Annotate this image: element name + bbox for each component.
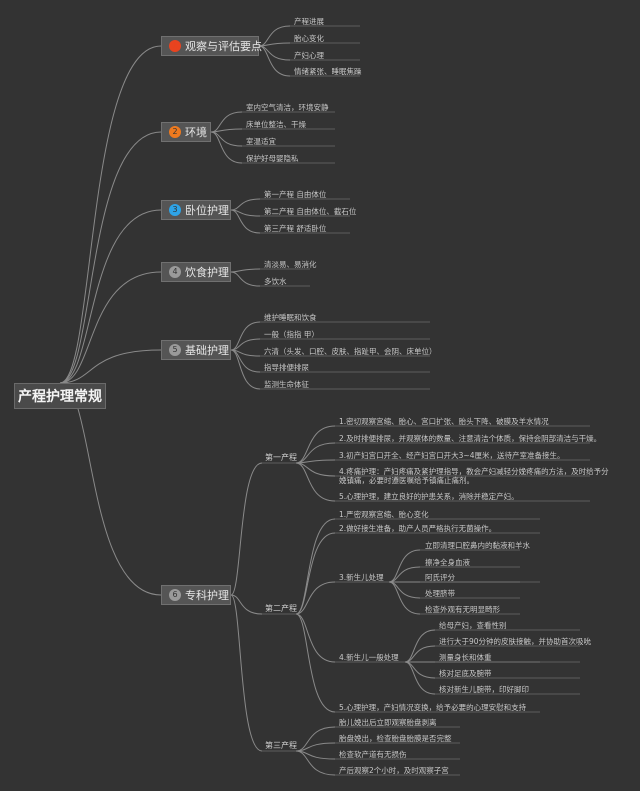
root-connector	[59, 349, 162, 384]
leaf-text[interactable]: 第一产程 自由体位	[264, 190, 327, 199]
leaf-text[interactable]: 床单位整洁、干燥	[246, 120, 306, 129]
connector-line	[404, 661, 436, 695]
leaf-text[interactable]: 产妇心理	[294, 51, 324, 60]
number-1-badge-icon: 1	[169, 40, 181, 52]
leaf-text[interactable]: 监测生命体征	[264, 380, 309, 389]
connector-line	[388, 581, 421, 615]
connector-line	[295, 462, 336, 502]
connector-line	[295, 750, 336, 776]
stage-3-label[interactable]: 第三产程	[265, 741, 297, 750]
leaf-text[interactable]: 保护好母婴隐私	[246, 154, 299, 163]
connector-line	[295, 613, 336, 663]
leaf-text[interactable]: 室温适宜	[246, 137, 276, 146]
connector-line	[295, 532, 336, 615]
connector-line	[230, 198, 261, 211]
leaf-text[interactable]: 给母产妇，查看性别	[439, 621, 507, 630]
root-connector	[59, 45, 162, 384]
leaf-text[interactable]: 2.及时排便排尿，并观察体的数量、注意清洁个体质，保持会阴部清洁与干燥。	[339, 434, 602, 443]
number-4-badge-icon: 4	[169, 266, 181, 278]
leaf-text[interactable]: 测量身长和体重	[439, 653, 492, 662]
connector-line	[295, 462, 336, 477]
branch-label: 观察与评估要点	[185, 40, 262, 53]
connector-line	[230, 271, 261, 287]
leaf-text[interactable]: 娩镇痛，必要时遵医嘱给予镇痛止痛剂。	[339, 476, 474, 485]
connector-line	[230, 349, 261, 390]
connector-line	[388, 549, 421, 583]
stage-1-label[interactable]: 第一产程	[265, 453, 297, 462]
leaf-text[interactable]: 清淡易、易消化	[264, 260, 317, 269]
connector-line	[230, 268, 261, 273]
connector-line	[230, 462, 263, 596]
connector-line	[258, 45, 291, 77]
branch-label: 基础护理	[185, 344, 229, 357]
leaf-text[interactable]: 胎心变化	[294, 34, 324, 43]
branch-environment[interactable]: 2 环境	[161, 122, 211, 142]
connector-line	[295, 425, 336, 464]
root-connector	[59, 271, 162, 384]
leaf-text[interactable]: 室内空气清洁，环境安静	[246, 103, 329, 112]
connector-line	[230, 209, 261, 234]
leaf-text[interactable]: 核对新生儿腕带，印好脚印	[439, 685, 529, 694]
leaf-text[interactable]: 第二产程 自由体位、截石位	[264, 207, 357, 216]
connector-line	[230, 209, 261, 217]
connector-line	[295, 581, 336, 615]
leaf-text[interactable]: 立即清理口腔鼻内的黏液和羊水	[425, 541, 530, 550]
leaf-text[interactable]: 多饮水	[264, 277, 287, 286]
connector-line	[230, 594, 263, 752]
branch-specialty-care[interactable]: 6 专科护理	[161, 585, 231, 605]
leaf-text[interactable]: 5.心理护理，建立良好的护患关系，消除并稳定产妇。	[339, 492, 519, 501]
group-label[interactable]: 4.新生儿一般处理	[339, 653, 399, 662]
leaf-text[interactable]: 擦净全身血液	[425, 558, 470, 567]
root-connector	[59, 382, 162, 596]
leaf-text[interactable]: 核对足底及腕带	[439, 669, 492, 678]
connector-line	[295, 750, 336, 760]
number-2-badge-icon: 2	[169, 126, 181, 138]
leaf-text[interactable]: 1.密切观察宫缩、胎心、宫口扩张、胎头下降、破膜及羊水情况	[339, 417, 549, 426]
connector-line	[230, 594, 263, 615]
leaf-text[interactable]: 胎盘娩出，检查胎盘胎膜是否完整	[339, 734, 452, 743]
branch-label: 专科护理	[185, 589, 229, 602]
leaf-text[interactable]: 六清（头发、口腔、皮肤、指趾甲、会阴、床单位）	[264, 347, 437, 356]
branch-label: 饮食护理	[185, 266, 229, 279]
branch-position-care[interactable]: 3 卧位护理	[161, 200, 231, 220]
connector-line	[295, 518, 336, 615]
leaf-text[interactable]: 进行大于90分钟的皮肤接触，并协助首次吸吮	[439, 637, 592, 646]
leaf-text[interactable]: 3.初产妇宫口开全、经产妇宫口开大3~4厘米，送待产室准备接生。	[339, 451, 565, 460]
leaf-text[interactable]: 一般（指指 甲）	[264, 330, 319, 339]
leaf-text[interactable]: 检查外观有无明显畸形	[425, 605, 500, 614]
connector-line	[295, 613, 336, 713]
leaf-text[interactable]: 1.严密观察宫缩、胎心变化	[339, 510, 429, 519]
leaf-text[interactable]: 情绪紧张、睡眠焦躁	[294, 67, 362, 76]
leaf-text[interactable]: 5.心理护理，产妇情况变换，给予必要的心理安慰和支持	[339, 703, 527, 712]
leaf-text[interactable]: 产后观察2个小时，及时观察子宫	[339, 766, 449, 775]
root-node[interactable]: 产程护理常规	[14, 383, 106, 409]
branch-diet-care[interactable]: 4 饮食护理	[161, 262, 231, 282]
leaf-text[interactable]: 阿氏评分	[425, 573, 455, 582]
leaf-text[interactable]: 4.疼痛护理：产妇疼痛及紧护理指导，教会产妇减轻分娩疼痛的方法，及时给予分	[339, 467, 609, 476]
leaf-text[interactable]: 维护睡眠和饮食	[264, 313, 317, 322]
branch-basic-care[interactable]: 5 基础护理	[161, 340, 231, 360]
branch-observation[interactable]: 1 观察与评估要点	[161, 36, 262, 56]
leaf-text[interactable]: 指导排便排尿	[264, 363, 309, 372]
leaf-text[interactable]: 第三产程 舒适卧位	[264, 224, 327, 233]
number-6-badge-icon: 6	[169, 589, 181, 601]
root-connector	[59, 209, 162, 384]
number-5-badge-icon: 5	[169, 344, 181, 356]
stage-2-label[interactable]: 第二产程	[265, 604, 297, 613]
connector-line	[210, 131, 243, 164]
number-3-badge-icon: 3	[169, 204, 181, 216]
leaf-text[interactable]: 2.做好接生准备，助产人员严格执行无菌操作。	[339, 524, 497, 533]
connector-line	[295, 726, 336, 752]
branch-label: 环境	[185, 126, 207, 139]
branch-label: 卧位护理	[185, 204, 229, 217]
leaf-text[interactable]: 检查软产道有无损伤	[339, 750, 407, 759]
connector-line	[295, 742, 336, 752]
connector-line	[230, 321, 261, 351]
root-connector	[59, 131, 162, 384]
group-label[interactable]: 3.新生儿处理	[339, 573, 384, 582]
leaf-text[interactable]: 处理脐带	[425, 589, 455, 598]
leaf-text[interactable]: 胎儿娩出后立即观察胎盘剥离	[339, 718, 437, 727]
leaf-text[interactable]: 产程进展	[294, 17, 324, 26]
